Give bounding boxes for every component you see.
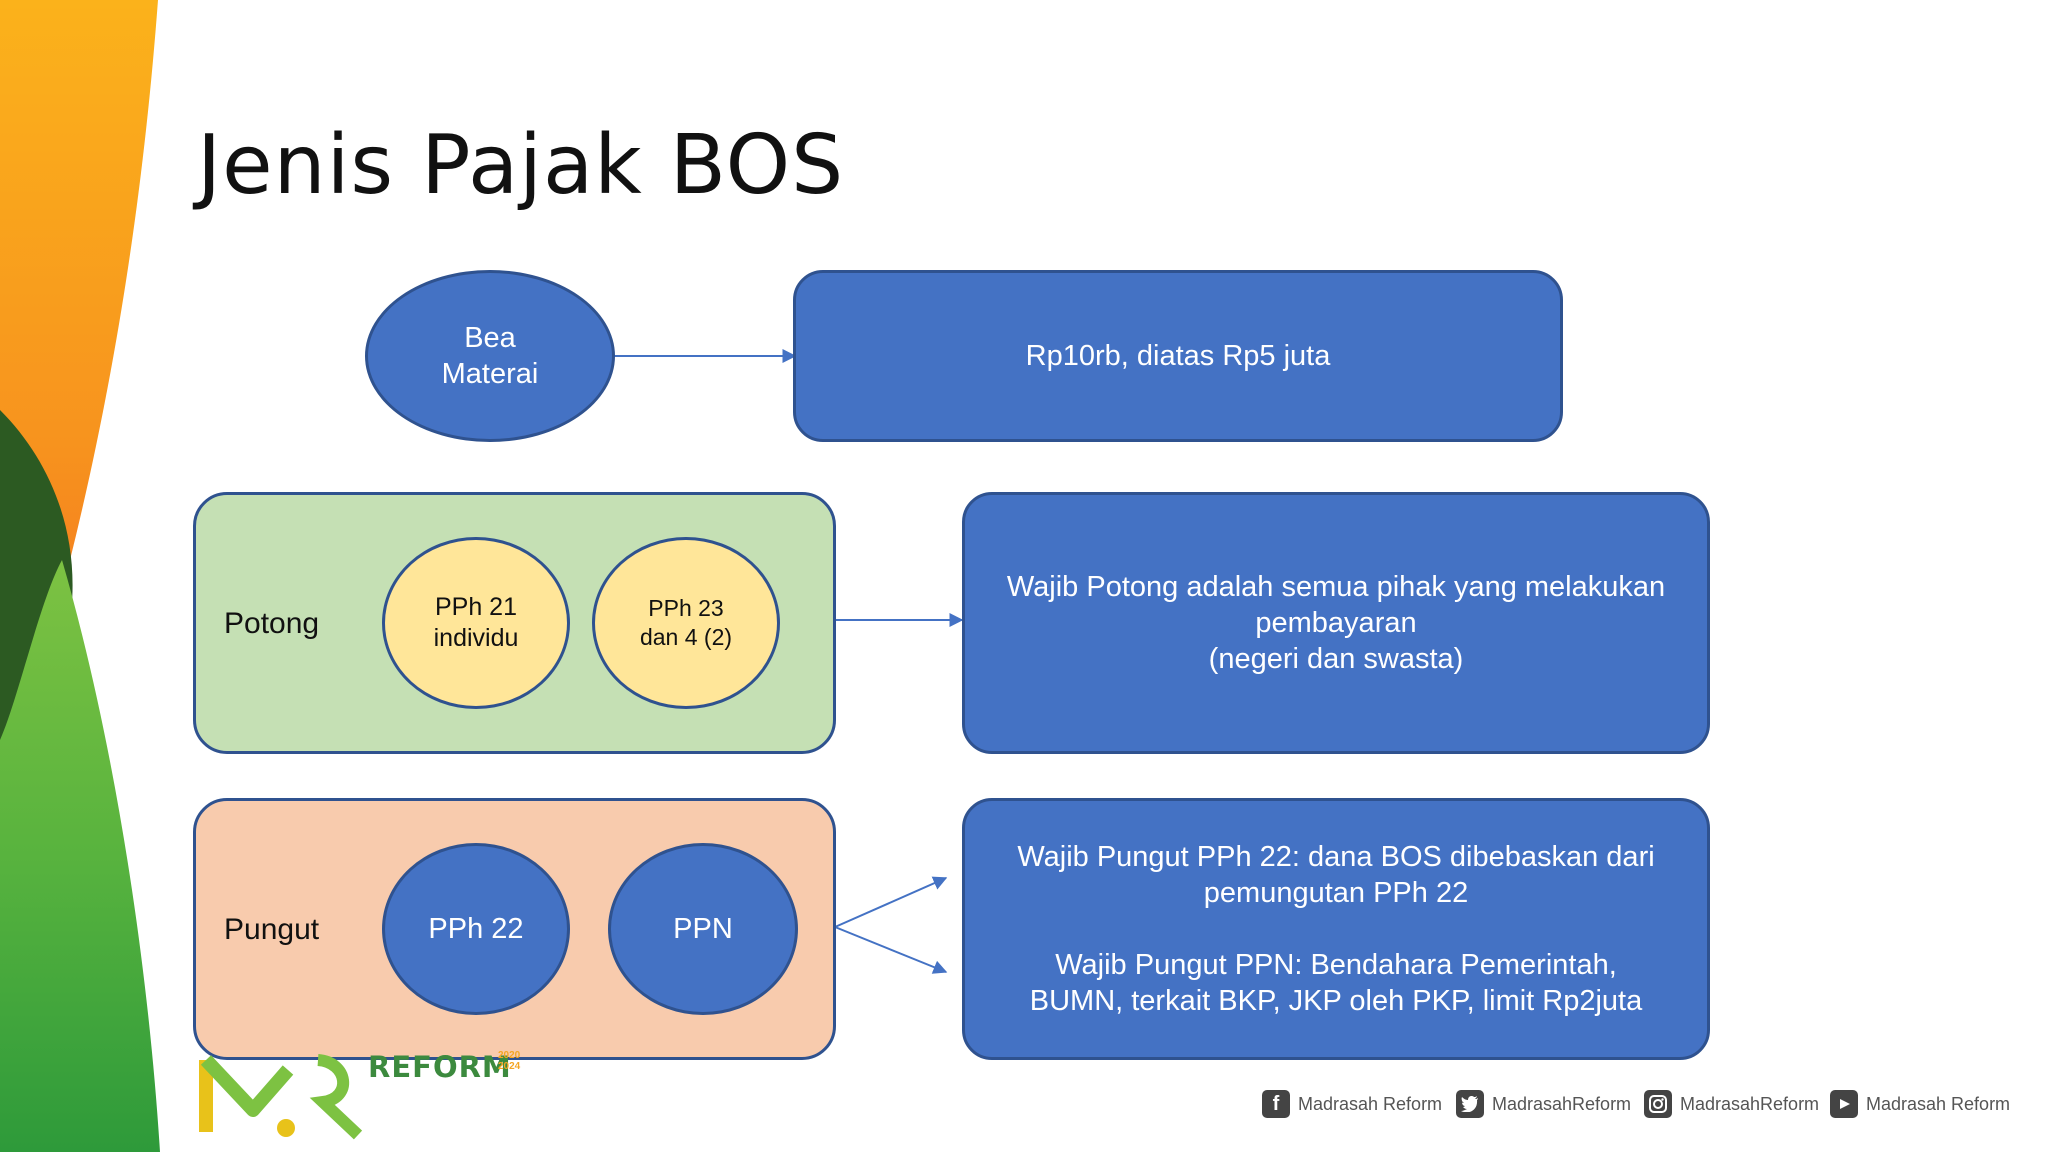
- pph23-node: PPh 23 dan 4 (2): [592, 537, 780, 709]
- pph22-node: PPh 22: [382, 843, 570, 1015]
- social-facebook[interactable]: f Madrasah Reform: [1262, 1086, 1442, 1122]
- potong-description: Wajib Potong adalah semua pihak yang mel…: [962, 492, 1710, 754]
- pungut-label: Pungut: [224, 913, 320, 946]
- social-twitter-label: MadrasahReform: [1492, 1093, 1632, 1114]
- instagram-icon: [1644, 1090, 1672, 1118]
- twitter-icon: [1456, 1090, 1484, 1118]
- ppn-node: PPN: [608, 843, 798, 1015]
- reform-logo: REFORM 2020 2024: [198, 1040, 538, 1140]
- pph21-node: PPh 21 individu: [382, 537, 570, 709]
- social-twitter[interactable]: MadrasahReform: [1456, 1086, 1631, 1122]
- page-title: Jenis Pajak BOS: [197, 118, 845, 213]
- reform-years: 2020 2024: [498, 1050, 521, 1072]
- social-instagram-label: MadrasahReform: [1680, 1093, 1820, 1114]
- green-swoosh: [0, 560, 160, 1152]
- bea-materai-description: Rp10rb, diatas Rp5 juta: [793, 270, 1563, 442]
- potong-label: Potong: [224, 607, 320, 640]
- bea-materai-node: Bea Materai: [365, 270, 615, 442]
- arrow-pungut-top: [834, 876, 948, 928]
- social-instagram[interactable]: MadrasahReform: [1644, 1086, 1819, 1122]
- facebook-icon: f: [1262, 1090, 1290, 1118]
- reform-wordmark: REFORM: [368, 1050, 512, 1084]
- social-facebook-label: Madrasah Reform: [1298, 1093, 1443, 1114]
- social-youtube-label: Madrasah Reform: [1866, 1093, 2011, 1114]
- mr-logo-icon: [199, 1054, 363, 1140]
- youtube-icon: [1830, 1090, 1858, 1118]
- pungut-description: Wajib Pungut PPh 22: dana BOS dibebaskan…: [962, 798, 1710, 1060]
- social-youtube[interactable]: Madrasah Reform: [1830, 1086, 2010, 1122]
- arrow-pungut-bottom: [834, 926, 948, 974]
